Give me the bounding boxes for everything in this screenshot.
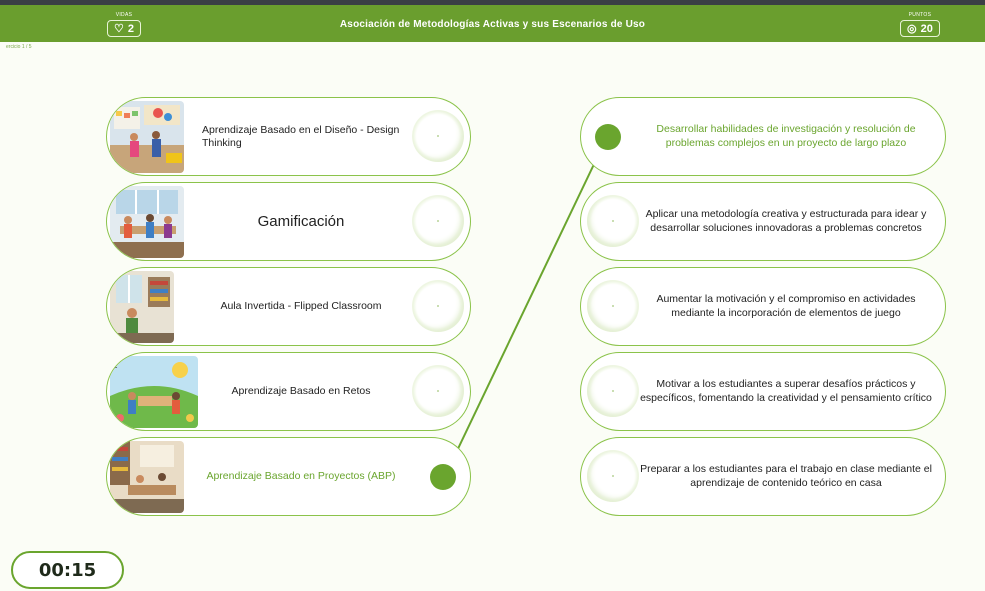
heart-icon: ♡ [114,23,124,35]
left-connector-slot[interactable] [412,195,464,247]
left-option-label: Aprendizaje Basado en el Diseño - Design… [202,124,400,149]
right-option-label: Aplicar una metodología creativa y estru… [645,207,927,234]
right-option-label: Desarrollar habilidades de investigación… [656,122,916,149]
right-connector-slot[interactable] [587,450,639,502]
aula-invertida-image [110,271,174,343]
connector-line [443,136,608,479]
abp-image [110,441,184,513]
design-thinking-image [110,101,184,173]
left-option-label: Aula Invertida - Flipped Classroom [220,300,382,313]
points-value: 20 [920,22,933,35]
retos-image: 2 [110,356,198,428]
right-option-4[interactable]: Motivar a los estudiantes a superar desa… [580,352,946,431]
left-connector-slot[interactable] [412,110,464,162]
lives-value: 2 [127,22,134,35]
points-counter: PUNTOS ◎ 20 [900,12,940,37]
right-connector-selected[interactable] [595,124,621,150]
right-option-3[interactable]: Aumentar la motivación y el compromiso e… [580,267,946,346]
left-option-aula-invertida[interactable]: Aula Invertida - Flipped Classroom [106,267,471,346]
right-connector-slot[interactable] [587,195,639,247]
right-connector-slot[interactable] [587,365,639,417]
window-top-strip [0,0,985,5]
right-option-2[interactable]: Aplicar una metodología creativa y estru… [580,182,946,261]
left-option-abp[interactable]: Aprendizaje Basado en Proyectos (ABP) [106,437,471,516]
lives-label: VIDAS [115,12,133,18]
points-label: PUNTOS [908,12,932,18]
breadcrumb: ercicio 1 / 5 [6,44,32,50]
left-option-design-thinking[interactable]: Aprendizaje Basado en el Diseño - Design… [106,97,471,176]
lives-counter: VIDAS ♡ 2 [107,12,141,37]
left-connector-slot[interactable] [412,365,464,417]
right-option-1[interactable]: Desarrollar habilidades de investigación… [580,97,946,176]
left-option-retos[interactable]: 2 Aprendizaje Basado en Retos [106,352,471,431]
left-option-label: Aprendizaje Basado en Retos [231,385,371,398]
left-option-gamificacion[interactable]: Gamificación [106,182,471,261]
page-title: Asociación de Metodologías Activas y sus… [339,19,646,30]
points-badge: ◎ 20 [900,20,940,37]
right-option-label: Preparar a los estudiantes para el traba… [640,462,932,489]
left-option-label: Aprendizaje Basado en Proyectos (ABP) [206,470,396,483]
gamificacion-image [110,186,184,258]
left-option-label: Gamificación [257,212,345,230]
countdown-timer: 00:15 [11,551,124,589]
right-option-label: Motivar a los estudiantes a superar desa… [640,377,932,404]
svg-text:2: 2 [113,361,118,370]
right-connector-slot[interactable] [587,280,639,332]
right-option-label: Aumentar la motivación y el compromiso e… [656,292,916,319]
left-connector-selected[interactable] [430,464,456,490]
lives-badge: ♡ 2 [107,20,141,37]
header-bar: VIDAS ♡ 2 Asociación de Metodologías Act… [0,5,985,42]
target-icon: ◎ [907,23,917,35]
right-option-5[interactable]: Preparar a los estudiantes para el traba… [580,437,946,516]
left-connector-slot[interactable] [412,280,464,332]
